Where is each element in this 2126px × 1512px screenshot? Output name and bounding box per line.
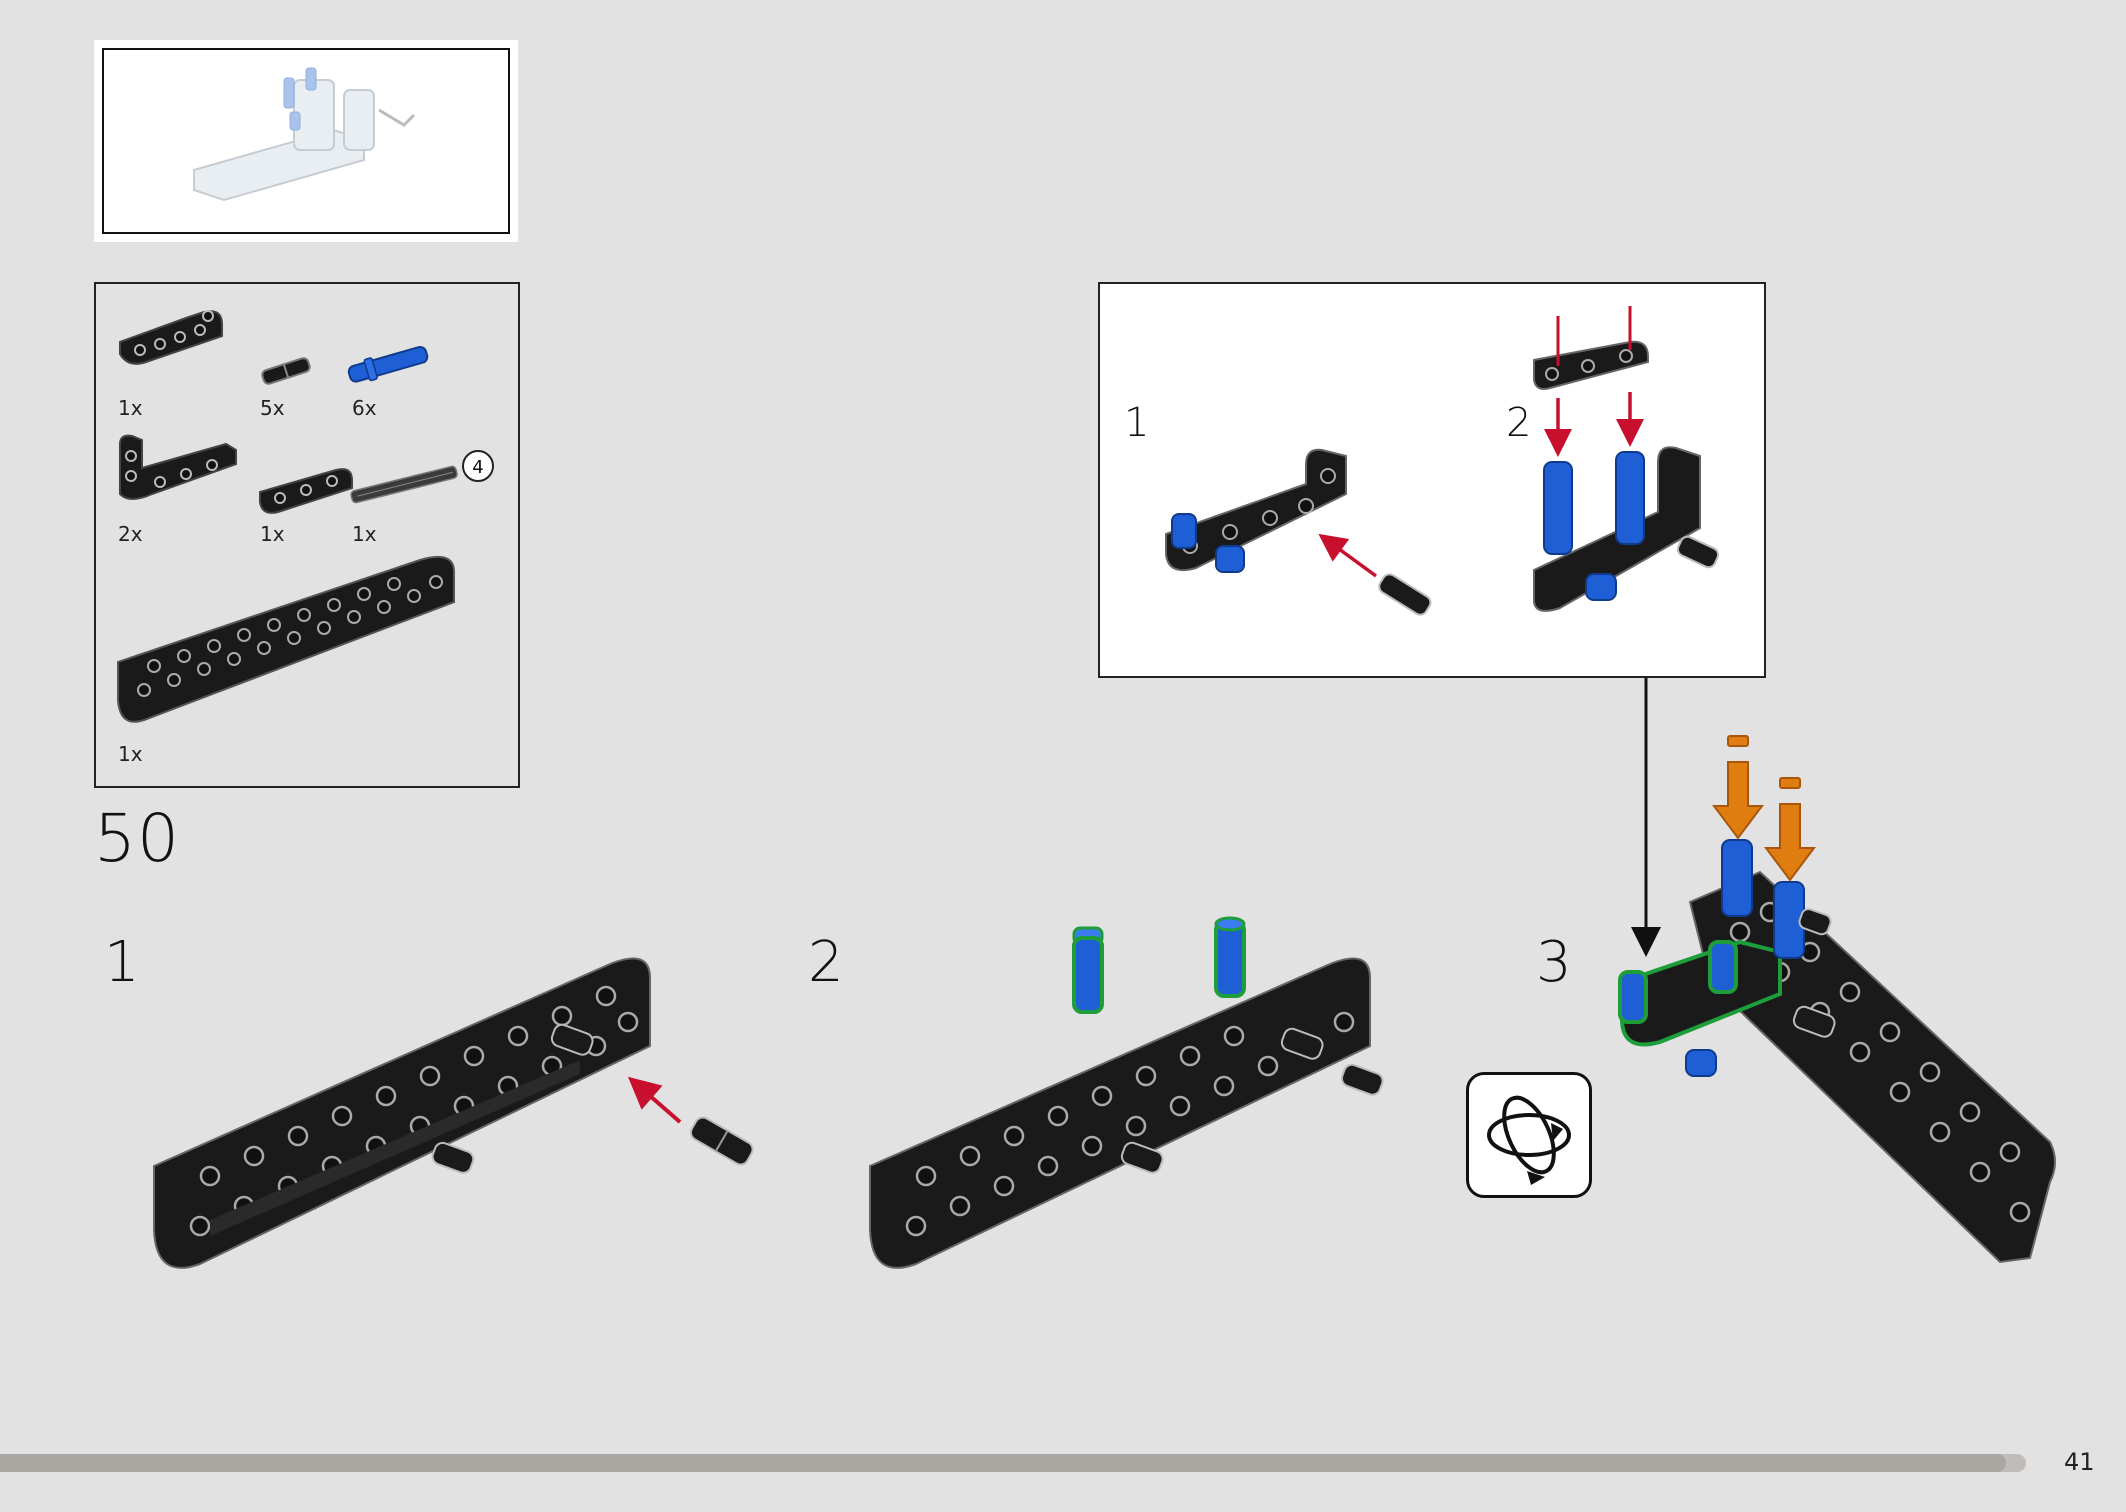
part-qty: 6x	[352, 396, 377, 420]
rotate-model-icon	[1466, 1072, 1592, 1198]
build-progress-fill	[0, 1454, 2006, 1472]
blue-pin	[1214, 916, 1246, 998]
callout-step-2-illustration	[1533, 306, 1720, 612]
substep-2-illustration	[869, 916, 1384, 1269]
callout-pointer-arrow	[1631, 678, 1661, 957]
sub-assembly-callout: 1 2	[1098, 282, 1766, 678]
substep-label: 3	[1536, 930, 1572, 995]
part-qty: 5x	[260, 396, 285, 420]
preview-model-image	[193, 67, 416, 202]
substep-label: 1	[104, 930, 140, 995]
build-progress-bar	[0, 1454, 2026, 1472]
part-qty: 2x	[118, 522, 143, 546]
step-number: 50	[94, 800, 180, 877]
part-long-pin-blue	[347, 345, 429, 383]
axle-length-badge: 4	[462, 450, 494, 482]
parts-list: 1x 5x 6x 2x 1x 4	[94, 282, 520, 788]
callout-step-label: 1	[1124, 400, 1150, 446]
part-qty: 1x	[260, 522, 285, 546]
callout-step-1-illustration	[1165, 448, 1432, 616]
part-beam-3	[259, 468, 353, 514]
part-frame-5x11	[117, 556, 455, 723]
substep-3-illustration	[1618, 735, 2056, 1264]
part-axle-4	[350, 465, 458, 504]
substep-label: 2	[808, 930, 844, 995]
model-preview-frame	[102, 48, 510, 234]
blue-pin	[1072, 926, 1104, 1014]
model-preview	[94, 40, 518, 242]
axle-length-label: 4	[472, 457, 483, 478]
page-number: 41	[2064, 1448, 2095, 1476]
part-friction-pin	[261, 357, 311, 385]
part-qty: 1x	[352, 522, 377, 546]
callout-step-label: 2	[1506, 400, 1532, 446]
part-l-beam-2x3	[119, 434, 237, 500]
part-l-beam-2x4	[119, 310, 223, 365]
substep-1-illustration	[153, 957, 754, 1269]
part-qty: 1x	[118, 396, 143, 420]
part-qty: 1x	[118, 742, 143, 766]
